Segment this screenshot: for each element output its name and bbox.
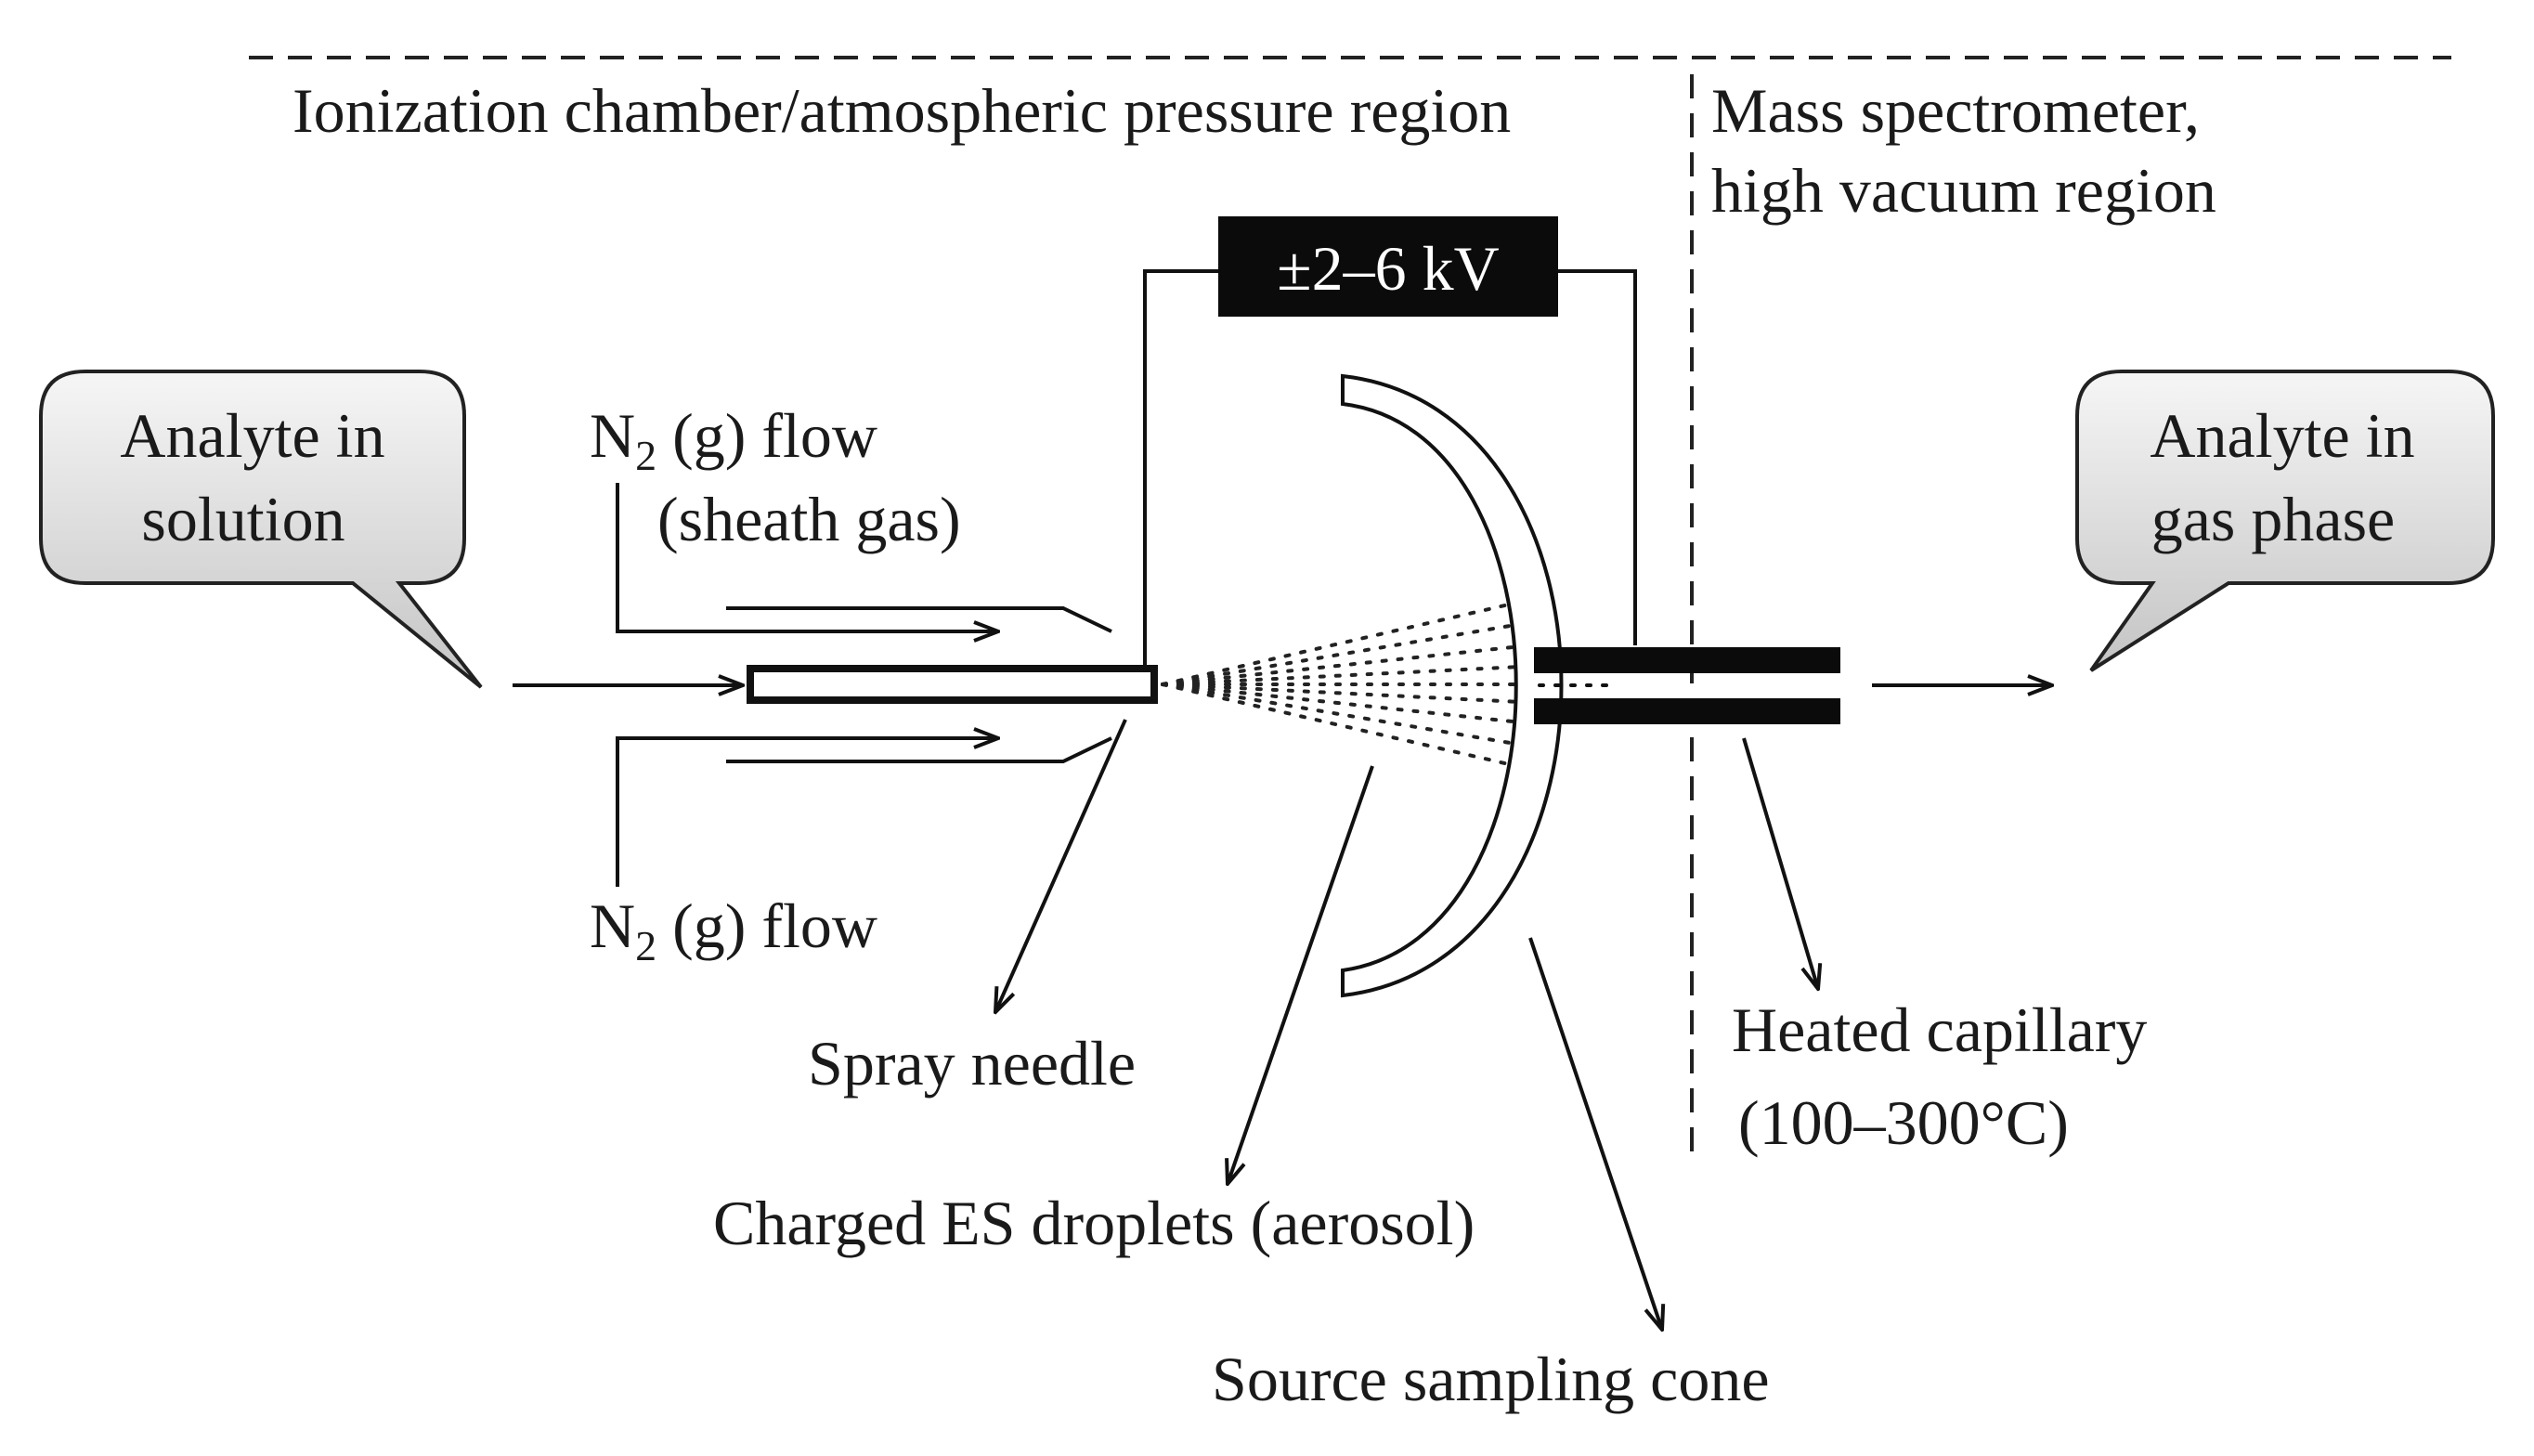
voltage-supply-box	[1218, 216, 1558, 317]
heated-capillary-label: Heated capillary	[1732, 994, 2147, 1065]
output-callout-line1: Analyte in	[2150, 400, 2414, 471]
sampling-cone-pointer	[1528, 937, 1662, 1330]
droplets-pointer	[1228, 765, 1374, 1184]
spray-needle-label: Spray needle	[808, 1028, 1136, 1098]
voltage-label: ±2–6 kV	[1277, 233, 1499, 304]
heated-capillary-lower-wall	[1534, 698, 1840, 724]
sheath-gas-inlet-top	[616, 483, 998, 631]
vacuum-region-label-line1: Mass spectrometer,	[1711, 75, 2200, 146]
heated-capillary-pointer	[1742, 737, 1818, 989]
input-callout-line2: solution	[141, 484, 344, 554]
sampling-cone-label: Source sampling cone	[1212, 1344, 1770, 1414]
output-callout-bubble	[2075, 370, 2495, 672]
circuit-wire-right	[1558, 269, 1637, 645]
spray-plume	[1161, 600, 1543, 769]
heated-capillary-upper-wall	[1534, 647, 1840, 673]
input-callout-bubble	[39, 370, 483, 689]
bottom-gas-flow-label: N2 (g) flow	[590, 890, 877, 969]
sheath-gas-channel-top	[726, 606, 1112, 633]
sheath-gas-inlet-bottom	[616, 738, 998, 887]
top-gas-flow-label: N2 (g) flow	[590, 400, 877, 479]
top-gas-flow-sublabel: (sheath gas)	[657, 484, 961, 554]
source-sampling-cone	[1341, 373, 1564, 998]
sheath-gas-channel-bottom	[726, 736, 1112, 763]
output-callout-line2: gas phase	[2151, 484, 2395, 554]
spray-needle-pointer	[995, 719, 1127, 1012]
spray-needle	[747, 665, 1158, 704]
atmospheric-region-label: Ionization chamber/atmospheric pressure …	[292, 75, 1511, 146]
droplets-label: Charged ES droplets (aerosol)	[713, 1188, 1475, 1258]
heated-capillary-temperature: (100–300°C)	[1738, 1087, 2069, 1158]
input-callout-line1: Analyte in	[120, 400, 384, 471]
circuit-wire-left	[1143, 269, 1218, 682]
vacuum-region-label-line2: high vacuum region	[1711, 155, 2216, 226]
